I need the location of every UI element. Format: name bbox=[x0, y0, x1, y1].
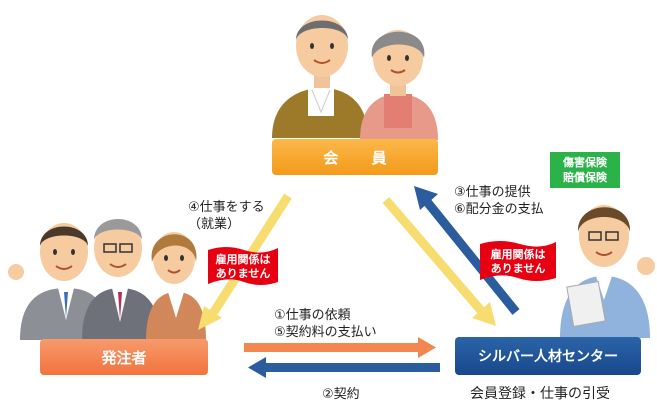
insurance-line2: 賠償保険 bbox=[563, 171, 607, 184]
client-box: 発注者 bbox=[40, 339, 208, 375]
flag-left-line2: ありません bbox=[215, 267, 271, 280]
request-label-line2: ⑤契約料の支払い bbox=[274, 325, 377, 340]
request-label-line1: ①仕事の依頼 bbox=[274, 308, 351, 323]
no-employment-flag-left: 雇用関係はありません bbox=[206, 244, 280, 290]
flag-right-line1: 雇用関係は bbox=[490, 248, 546, 261]
flag-shape bbox=[208, 247, 278, 285]
center-caption: 会員登録・仕事の引受 bbox=[470, 386, 610, 402]
contract-label: ②契約 bbox=[322, 387, 360, 402]
flag-left-line1: 雇用関係は bbox=[215, 253, 271, 266]
flag-shape bbox=[480, 241, 556, 281]
work-label-line1: ④仕事をする bbox=[188, 200, 265, 215]
provide-label: ③仕事の提供 ⑥配分金の支払 bbox=[454, 184, 544, 218]
center-box: シルバー人材センター bbox=[455, 337, 641, 375]
no-employment-flag-right: 雇用関係はありません bbox=[478, 238, 558, 286]
work-label: ④仕事をする （就業） bbox=[188, 199, 265, 233]
arrow-center-to-member bbox=[382, 197, 496, 326]
request-label: ①仕事の依頼 ⑤契約料の支払い bbox=[274, 307, 377, 341]
insurance-line1: 傷害保険 bbox=[563, 156, 607, 169]
arrow-request bbox=[244, 337, 436, 358]
flag-right-line2: ありません bbox=[490, 262, 546, 275]
work-label-line2: （就業） bbox=[188, 217, 241, 232]
staff-man-illustration bbox=[560, 205, 655, 338]
insurance-badge: 傷害保険 賠償保険 bbox=[550, 152, 620, 188]
member-box: 会 員 bbox=[272, 139, 438, 175]
arrow-contract bbox=[248, 357, 440, 378]
provide-label-line1: ③仕事の提供 bbox=[454, 185, 531, 200]
center-label: シルバー人材センター bbox=[478, 349, 618, 365]
client-label: 発注者 bbox=[101, 348, 147, 367]
member-label: 会 員 bbox=[323, 148, 401, 167]
provide-label-line2: ⑥配分金の支払 bbox=[454, 202, 544, 217]
elderly-couple-illustration bbox=[272, 15, 438, 140]
business-people-illustration bbox=[8, 219, 206, 340]
arrow-provide bbox=[414, 186, 520, 315]
